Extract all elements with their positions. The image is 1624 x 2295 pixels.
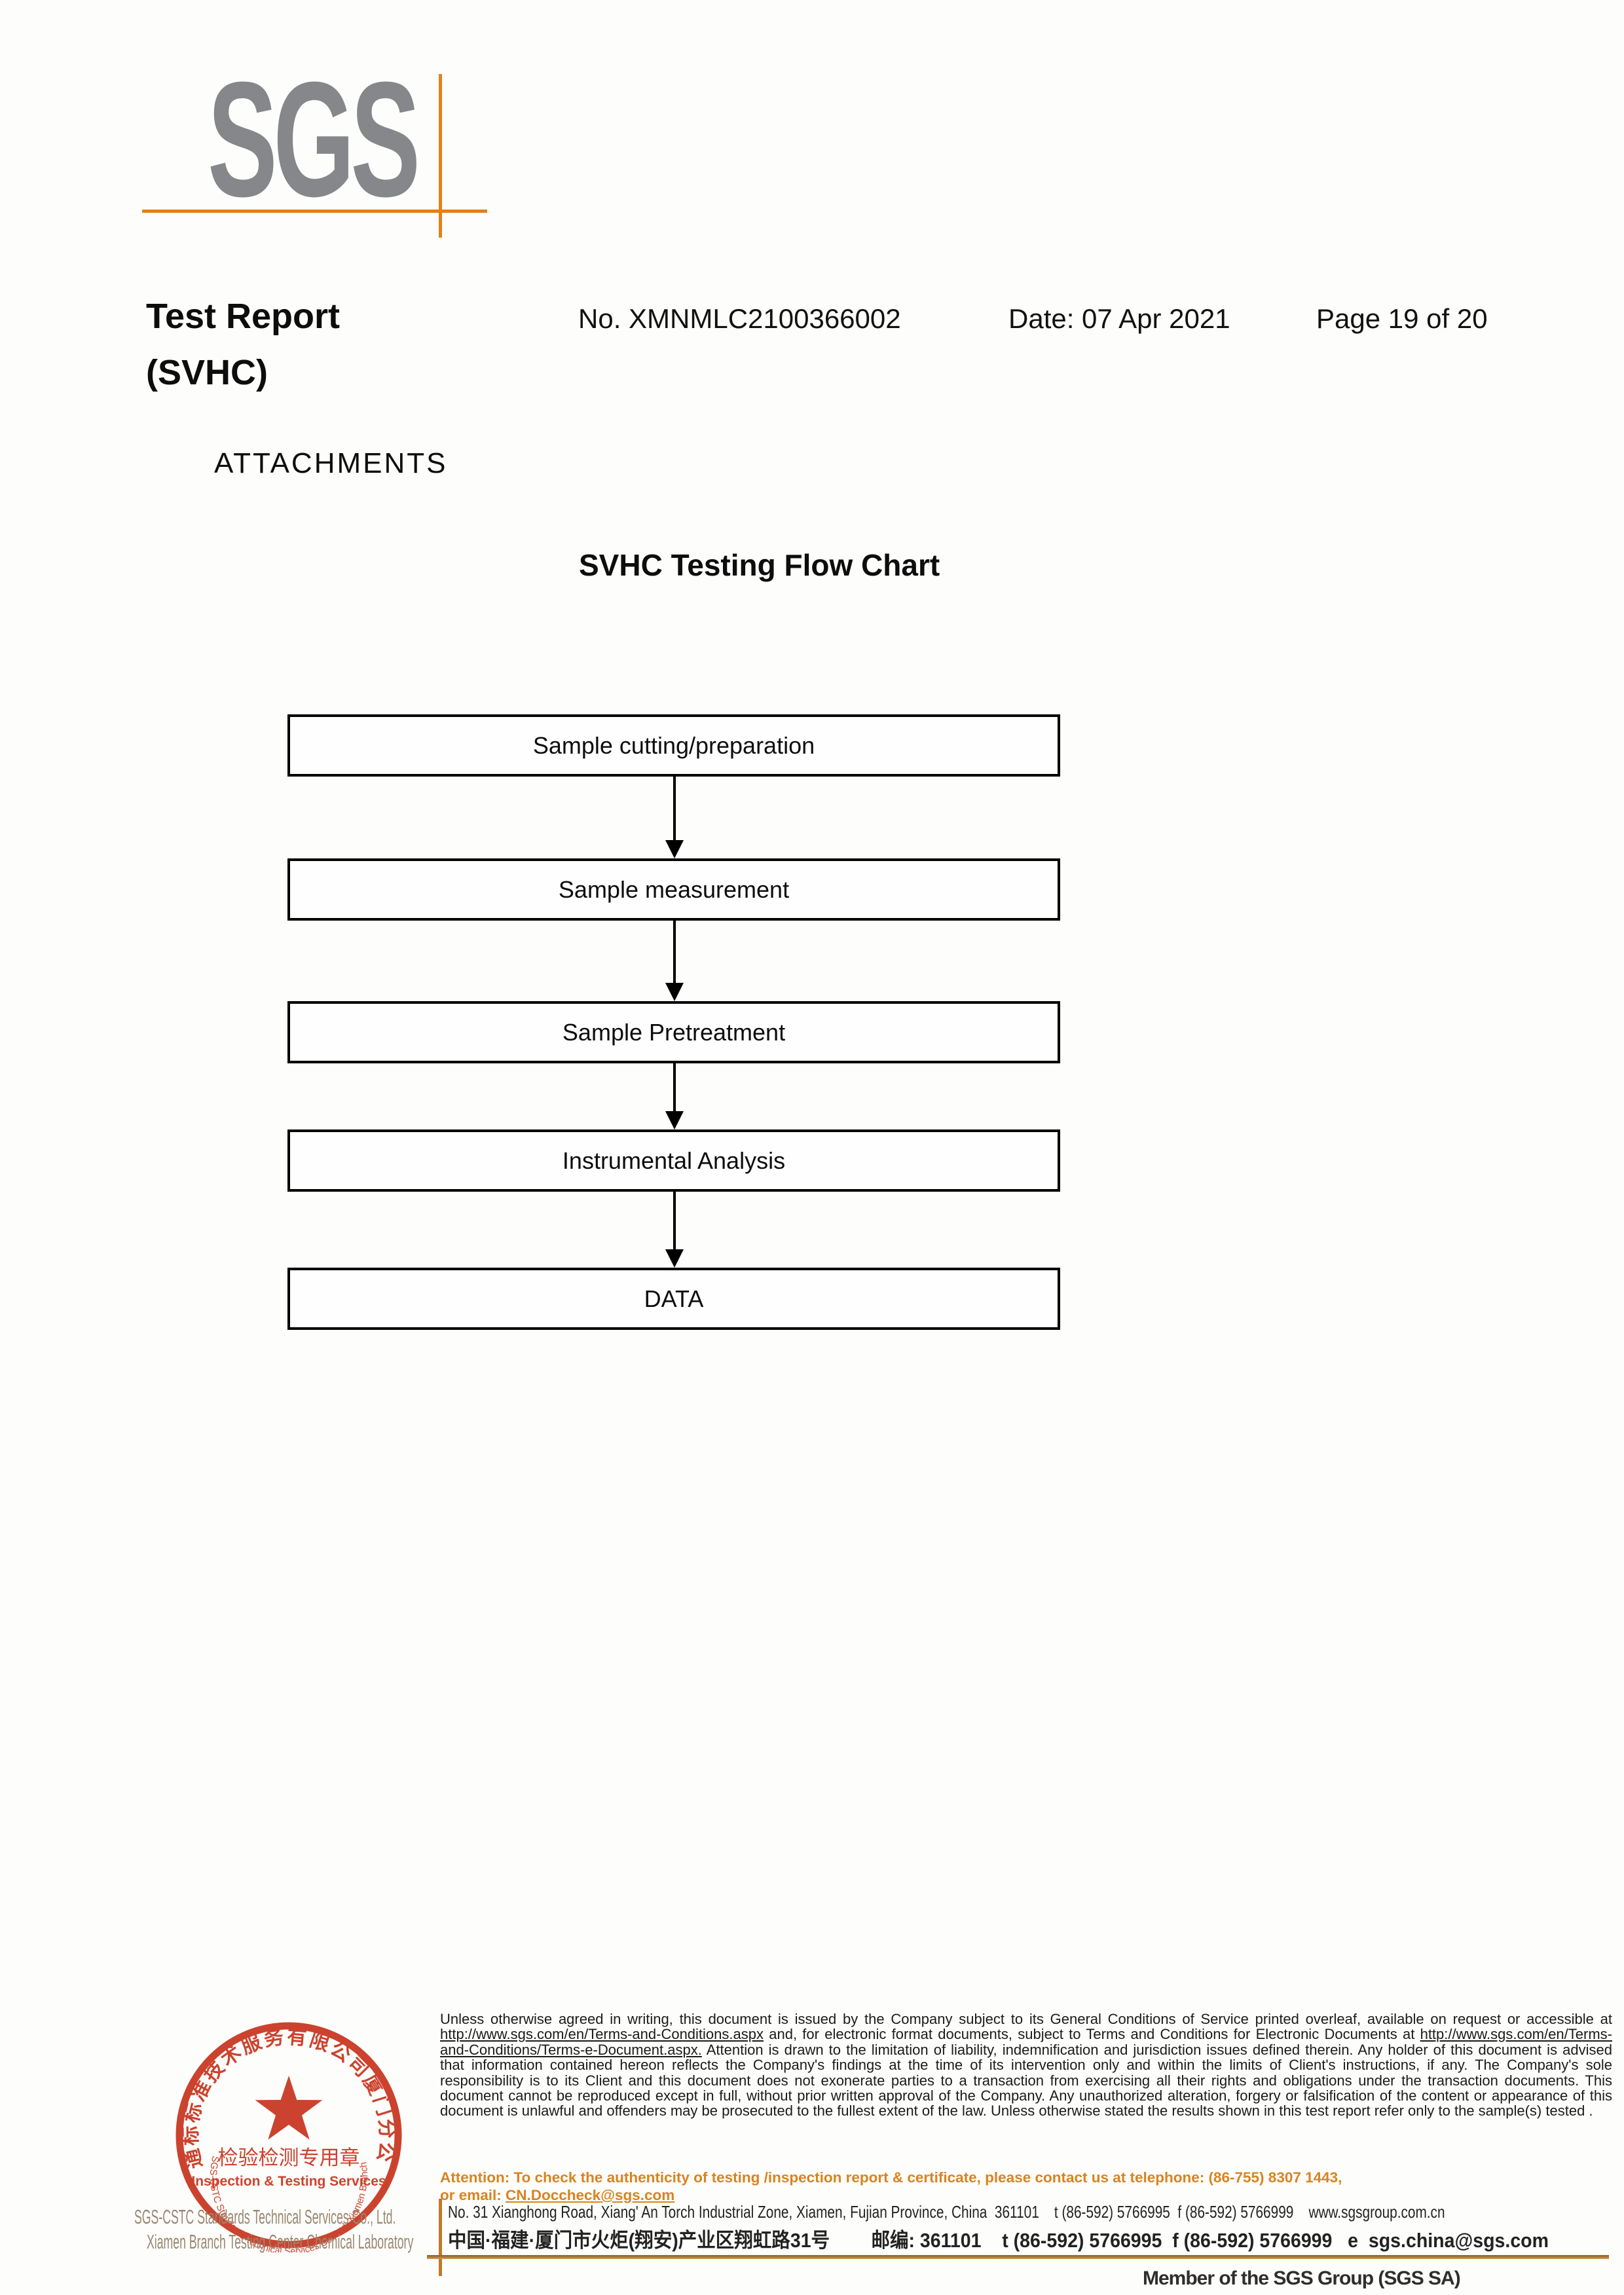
disclaimer-text: Attention is drawn to the limitation of … <box>440 2041 1612 2120</box>
sgs-logo: SGS <box>208 48 420 230</box>
company-lab-line: Xiamen Branch Testing Center Chemical La… <box>147 2230 414 2253</box>
flow-step-label: Sample Pretreatment <box>562 1018 786 1046</box>
logo-vertical-rule <box>439 74 442 238</box>
flow-arrow <box>663 921 686 1001</box>
company-name-line: SGS-CSTC Standards Technical Services Co… <box>134 2205 396 2228</box>
report-date: Date: 07 Apr 2021 <box>1008 303 1230 334</box>
address-chinese: 中国·福建·厦门市火炬(翔安)产业区翔虹路31号 邮编: 361101 t (8… <box>448 2229 1549 2252</box>
flow-step-label: Sample cutting/preparation <box>532 731 815 759</box>
page-indicator: Page 19 of 20 <box>1316 303 1488 334</box>
flow-step-label: Instrumental Analysis <box>562 1147 786 1174</box>
logo-horizontal-rule <box>142 210 487 213</box>
report-title: Test Report <box>146 297 341 336</box>
flow-arrow <box>663 1063 686 1129</box>
attention-line2-prefix: or email: <box>440 2187 506 2203</box>
flow-chart-title: SVHC Testing Flow Chart <box>579 548 940 582</box>
terms-url-link[interactable]: http://www.sgs.com/en/Terms-and-Conditio… <box>440 2026 764 2043</box>
stamp-ring <box>175 2022 402 2249</box>
legal-disclaimer: Unless otherwise agreed in writing, this… <box>440 2011 1612 2119</box>
star-icon <box>255 2076 323 2140</box>
terms-e-document-url-link[interactable]: http://www.sgs.com/en/Terms-and-Conditio… <box>440 2026 1612 2058</box>
footer-horizontal-rule <box>427 2255 1609 2259</box>
flow-step-sample-measurement: Sample measurement <box>287 858 1060 921</box>
stamp-center-english-text: Inspection & Testing Services <box>191 2174 386 2189</box>
sgs-group-membership-note: Member of the SGS Group (SGS SA) <box>1143 2267 1461 2289</box>
disclaimer-text: Unless otherwise agreed in writing, this… <box>440 2011 1612 2027</box>
flow-arrow <box>663 1192 686 1268</box>
flow-step-label: Sample measurement <box>558 875 790 903</box>
flow-step-instrumental-analysis: Instrumental Analysis <box>287 1129 1060 1192</box>
flow-step-sample-cutting: Sample cutting/preparation <box>287 714 1060 777</box>
disclaimer-text: and, for electronic format documents, su… <box>763 2026 1420 2043</box>
address-english: No. 31 Xianghong Road, Xiang' An Torch I… <box>448 2202 1445 2222</box>
flow-arrow <box>663 777 686 858</box>
report-number: No. XMNMLC2100366002 <box>578 303 901 334</box>
flow-step-data: DATA <box>287 1268 1060 1330</box>
attention-notice: Attention: To check the authenticity of … <box>440 2169 1612 2204</box>
doccheck-email-link[interactable]: CN.Doccheck@sgs.com <box>506 2187 675 2203</box>
attachments-heading: ATTACHMENTS <box>214 447 448 479</box>
inspection-stamp-seal: 通标标准技术服务有限公司厦门分公司 检验检测专用章 Inspection & T… <box>172 2018 402 2252</box>
stamp-center-chinese-text: 检验检测专用章 <box>218 2146 360 2169</box>
flow-step-sample-pretreatment: Sample Pretreatment <box>287 1001 1060 1063</box>
flow-step-label: DATA <box>644 1285 704 1312</box>
report-subtitle: (SVHC) <box>146 353 268 392</box>
address-divider-rule <box>439 2199 442 2276</box>
attention-line1: Attention: To check the authenticity of … <box>440 2169 1342 2186</box>
